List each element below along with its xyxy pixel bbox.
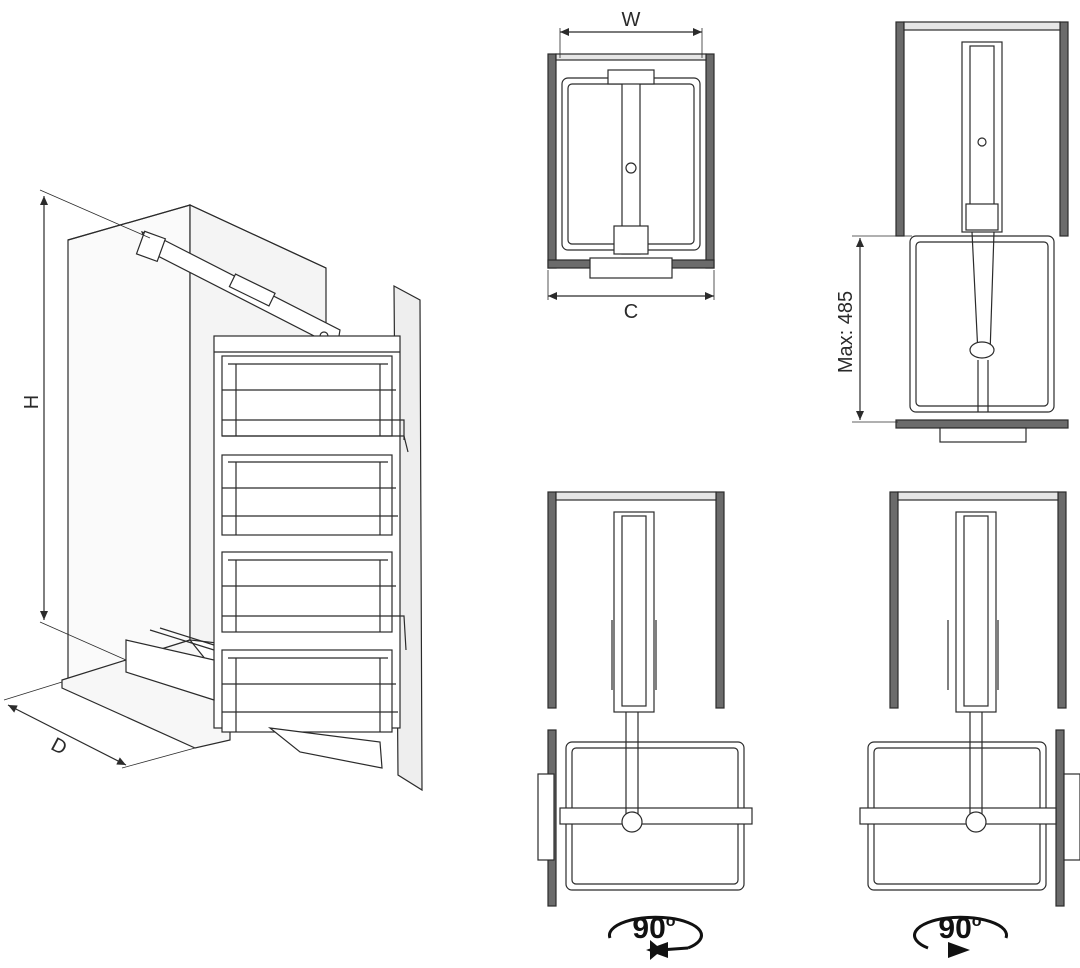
basket-2 bbox=[221, 454, 398, 536]
rotated-view-right bbox=[859, 491, 1080, 907]
basket-3 bbox=[221, 551, 407, 651]
bottom-runner bbox=[125, 639, 215, 701]
dim-d-line bbox=[7, 704, 127, 766]
label-height: H bbox=[21, 395, 43, 409]
cabinet-side-left bbox=[547, 53, 557, 269]
label-max-extension: Max: 485 bbox=[835, 291, 857, 373]
extended-basket bbox=[909, 235, 1055, 413]
rotation-arrow-left-icon bbox=[607, 915, 703, 960]
label-depth: D bbox=[47, 734, 70, 760]
cabinet-top-edge bbox=[67, 204, 327, 269]
label-width: W bbox=[622, 9, 641, 31]
rotation-label-left: 90o bbox=[632, 912, 675, 945]
bottom-bracket bbox=[267, 727, 383, 769]
label-cabinet-width: C bbox=[624, 301, 638, 323]
basket-4 bbox=[221, 649, 398, 733]
cabinet-side-right bbox=[705, 53, 715, 269]
isometric-view bbox=[3, 189, 423, 792]
rotation-arrow-right-icon bbox=[913, 915, 1009, 958]
rotation-label-right: 90o bbox=[938, 912, 981, 945]
cabinet-left-panel bbox=[67, 204, 191, 681]
rotated-view-left bbox=[537, 491, 753, 907]
top-view-extended bbox=[852, 21, 1069, 443]
basket-1 bbox=[221, 355, 409, 453]
top-view-closed bbox=[547, 28, 715, 300]
extended-column bbox=[961, 41, 1003, 233]
